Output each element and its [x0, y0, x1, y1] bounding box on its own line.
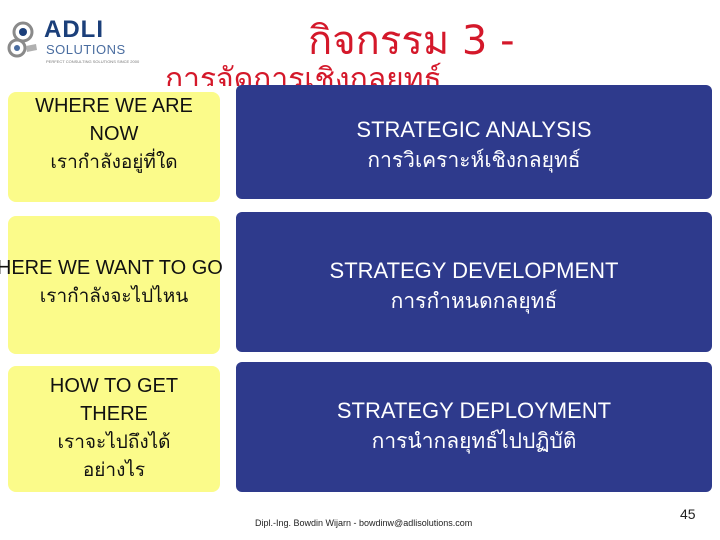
- strategy-deployment-thai: การนำกลยุทธ์ไปปฏิบัติ: [371, 429, 577, 453]
- logo-brand: ADLI: [44, 16, 104, 43]
- strategy-deployment-label: STRATEGY DEPLOYMENT: [336, 398, 612, 423]
- logo-tagline: PERFECT CONSULTING SOLUTIONS SINCE 2000: [46, 59, 140, 64]
- where-we-are-label: WHERE WE ARE NOW: [35, 95, 193, 145]
- where-we-want-box: WHERE WE WANT TO GO เรากำลังจะไปไหน: [0, 216, 223, 354]
- where-we-are-box: WHERE WE ARE NOW เรากำลังอยู่ที่ใด: [8, 92, 220, 202]
- where-we-want-thai: เรากำลังจะไปไหน: [39, 285, 189, 307]
- page-number: 45: [680, 506, 696, 522]
- strategic-analysis-box: STRATEGIC ANALYSIS การวิเคราะห์เชิงกลยุท…: [236, 85, 712, 199]
- slide-subtitle: การจัดการเชิงกลยุทธ์: [165, 62, 442, 86]
- strategic-analysis-label: STRATEGIC ANALYSIS: [356, 117, 592, 142]
- strategy-deployment-box: STRATEGY DEPLOYMENT การนำกลยุทธ์ไปปฏิบัต…: [236, 362, 712, 492]
- strategy-development-box: STRATEGY DEVELOPMENT การกำหนดกลยุทธ์: [236, 212, 712, 352]
- where-we-are-thai: เรากำลังอยู่ที่ใด: [50, 151, 178, 173]
- footer-credit: Dipl.-Ing. Bowdin Wijarn - bowdinw@adlis…: [255, 518, 473, 528]
- strategy-development-label: STRATEGY DEVELOPMENT: [329, 258, 619, 283]
- how-to-get-label: HOW TO GET THERE: [49, 375, 179, 425]
- strategy-development-thai: การกำหนดกลยุทธ์: [390, 289, 558, 313]
- where-we-want-label: WHERE WE WANT TO GO: [0, 257, 223, 279]
- logo-sub: SOLUTIONS: [46, 42, 126, 57]
- gear-icon: [7, 21, 37, 58]
- company-logo: ADLI SOLUTIONS PERFECT CONSULTING SOLUTI…: [6, 14, 139, 70]
- how-to-get-box: HOW TO GET THERE เราจะไปถึงได้อย่างไร: [8, 366, 220, 492]
- slide-title: กิจกรรม 3 -: [308, 18, 515, 64]
- strategic-analysis-thai: การวิเคราะห์เชิงกลยุทธ์: [367, 148, 581, 172]
- how-to-get-thai: เราจะไปถึงได้อย่างไร: [57, 431, 171, 481]
